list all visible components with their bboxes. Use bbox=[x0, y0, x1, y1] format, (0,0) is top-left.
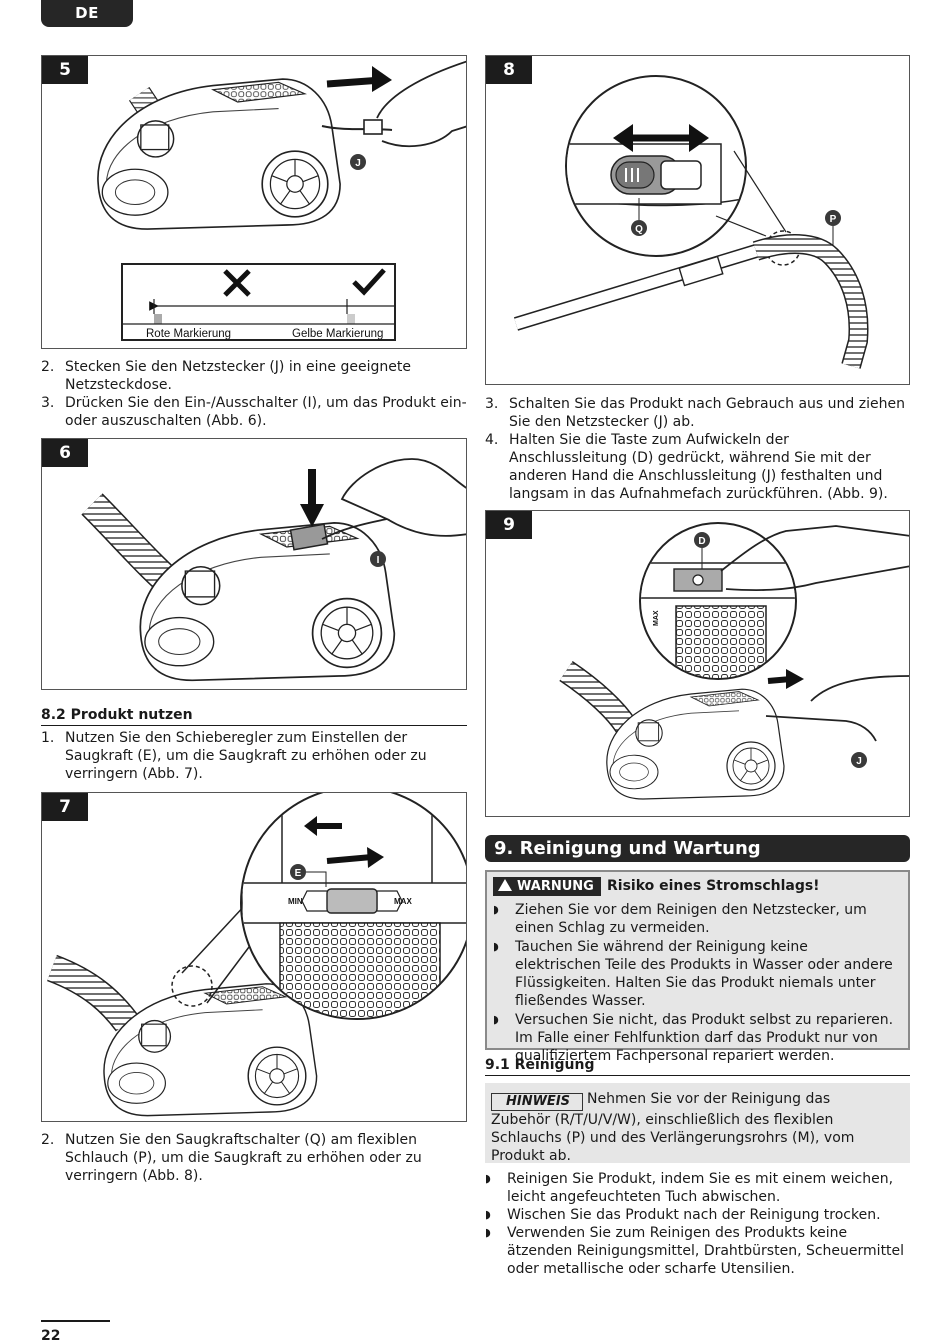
label-min: MIN bbox=[288, 897, 303, 906]
step-item: 3.Drücken Sie den Ein-/Ausschalter (I), … bbox=[41, 395, 467, 429]
note-badge: HINWEIS bbox=[491, 1093, 583, 1111]
step-item: 4.Halten Sie die Taste zum Aufwickeln de… bbox=[485, 432, 888, 502]
section-8-2-heading: 8.2 Produkt nutzen bbox=[41, 707, 467, 726]
label-yellow-marking: Gelbe Markierung bbox=[292, 328, 383, 340]
list-item: ◗Reinigen Sie Produkt, indem Sie es mit … bbox=[485, 1171, 894, 1205]
label-red-marking: Rote Markierung bbox=[146, 328, 231, 340]
label-max: MAX bbox=[394, 897, 412, 906]
page-number: 22 bbox=[41, 1328, 61, 1344]
section-9-heading: 9. Reinigung und Wartung bbox=[485, 835, 910, 862]
warning-item: ◗Versuchen Sie nicht, das Produkt selbst… bbox=[493, 1012, 894, 1064]
callout-P: P bbox=[830, 214, 837, 225]
callout-E: E bbox=[295, 868, 302, 879]
steps-suction-slider: 1.Nutzen Sie den Schieberegler zum Einst… bbox=[41, 729, 467, 783]
figure-7-illustration: E MIN MAX bbox=[46, 793, 466, 1117]
figure-number: 6 bbox=[42, 439, 88, 467]
figure-5-illustration: J Rote Markierung Gelbe Markierung bbox=[97, 60, 466, 341]
figure-6: 6 I bbox=[41, 438, 467, 690]
figure-9: 9 MAX D J bbox=[485, 510, 910, 817]
step-item: 3.Schalten Sie das Produkt nach Gebrauch… bbox=[485, 396, 905, 430]
figure-8-illustration: Q P bbox=[513, 75, 869, 369]
list-item: ◗Verwenden Sie zum Reinigen des Produkts… bbox=[485, 1225, 905, 1277]
bullet-icon: ◗ bbox=[493, 940, 499, 953]
warning-title: Risiko eines Stromschlags! bbox=[607, 878, 820, 894]
label-max: MAX bbox=[653, 610, 660, 626]
figure-9-illustration: MAX D J bbox=[559, 522, 909, 800]
section-9-1-heading: 9.1 Reinigung bbox=[485, 1057, 910, 1076]
callout-J: J bbox=[856, 756, 862, 767]
cleaning-bullets: ◗Reinigen Sie Produkt, indem Sie es mit … bbox=[485, 1170, 910, 1278]
warning-item: ◗Ziehen Sie vor dem Reinigen den Netzste… bbox=[493, 902, 867, 936]
figure-7: 7 E MIN MAX bbox=[41, 792, 467, 1122]
step-item: 1.Nutzen Sie den Schieberegler zum Einst… bbox=[41, 730, 427, 782]
footer-rule bbox=[41, 1320, 110, 1322]
warning-badge: WARNUNG bbox=[493, 877, 601, 896]
language-tab: DE bbox=[41, 0, 133, 27]
bullet-icon: ◗ bbox=[485, 1172, 491, 1185]
steps-suction-switch: 2.Nutzen Sie den Saugkraftschalter (Q) a… bbox=[41, 1131, 467, 1185]
figure-5: 5 J Rote Markierung Gelbe Markierung bbox=[41, 55, 467, 349]
figure-number: 9 bbox=[486, 511, 532, 539]
figure-6-illustration: I bbox=[81, 458, 466, 682]
warning-box: WARNUNG Risiko eines Stromschlags! ◗Zieh… bbox=[485, 870, 910, 1064]
callout-Q: Q bbox=[635, 224, 643, 235]
bullet-icon: ◗ bbox=[493, 903, 499, 916]
figure-number: 5 bbox=[42, 56, 88, 84]
figure-8: 8 Q P bbox=[485, 55, 910, 385]
bullet-icon: ◗ bbox=[493, 1013, 499, 1026]
figure-number: 8 bbox=[486, 56, 532, 84]
callout-D: D bbox=[698, 536, 705, 547]
figure-number: 7 bbox=[42, 793, 88, 821]
step-item: 2.Nutzen Sie den Saugkraftschalter (Q) a… bbox=[41, 1132, 422, 1184]
step-item: 2.Stecken Sie den Netzstecker (J) in ein… bbox=[41, 359, 411, 393]
warning-triangle-icon bbox=[498, 879, 512, 891]
callout-J: J bbox=[355, 158, 361, 169]
warning-item: ◗Tauchen Sie während der Reinigung keine… bbox=[493, 939, 893, 1009]
bullet-icon: ◗ bbox=[485, 1208, 491, 1221]
callout-I: I bbox=[377, 555, 380, 566]
bullet-icon: ◗ bbox=[485, 1226, 491, 1239]
list-item: ◗Wischen Sie das Produkt nach der Reinig… bbox=[485, 1207, 881, 1223]
steps-plug-in: 2.Stecken Sie den Netzstecker (J) in ein… bbox=[41, 358, 467, 430]
steps-switch-off: 3.Schalten Sie das Produkt nach Gebrauch… bbox=[485, 395, 910, 503]
